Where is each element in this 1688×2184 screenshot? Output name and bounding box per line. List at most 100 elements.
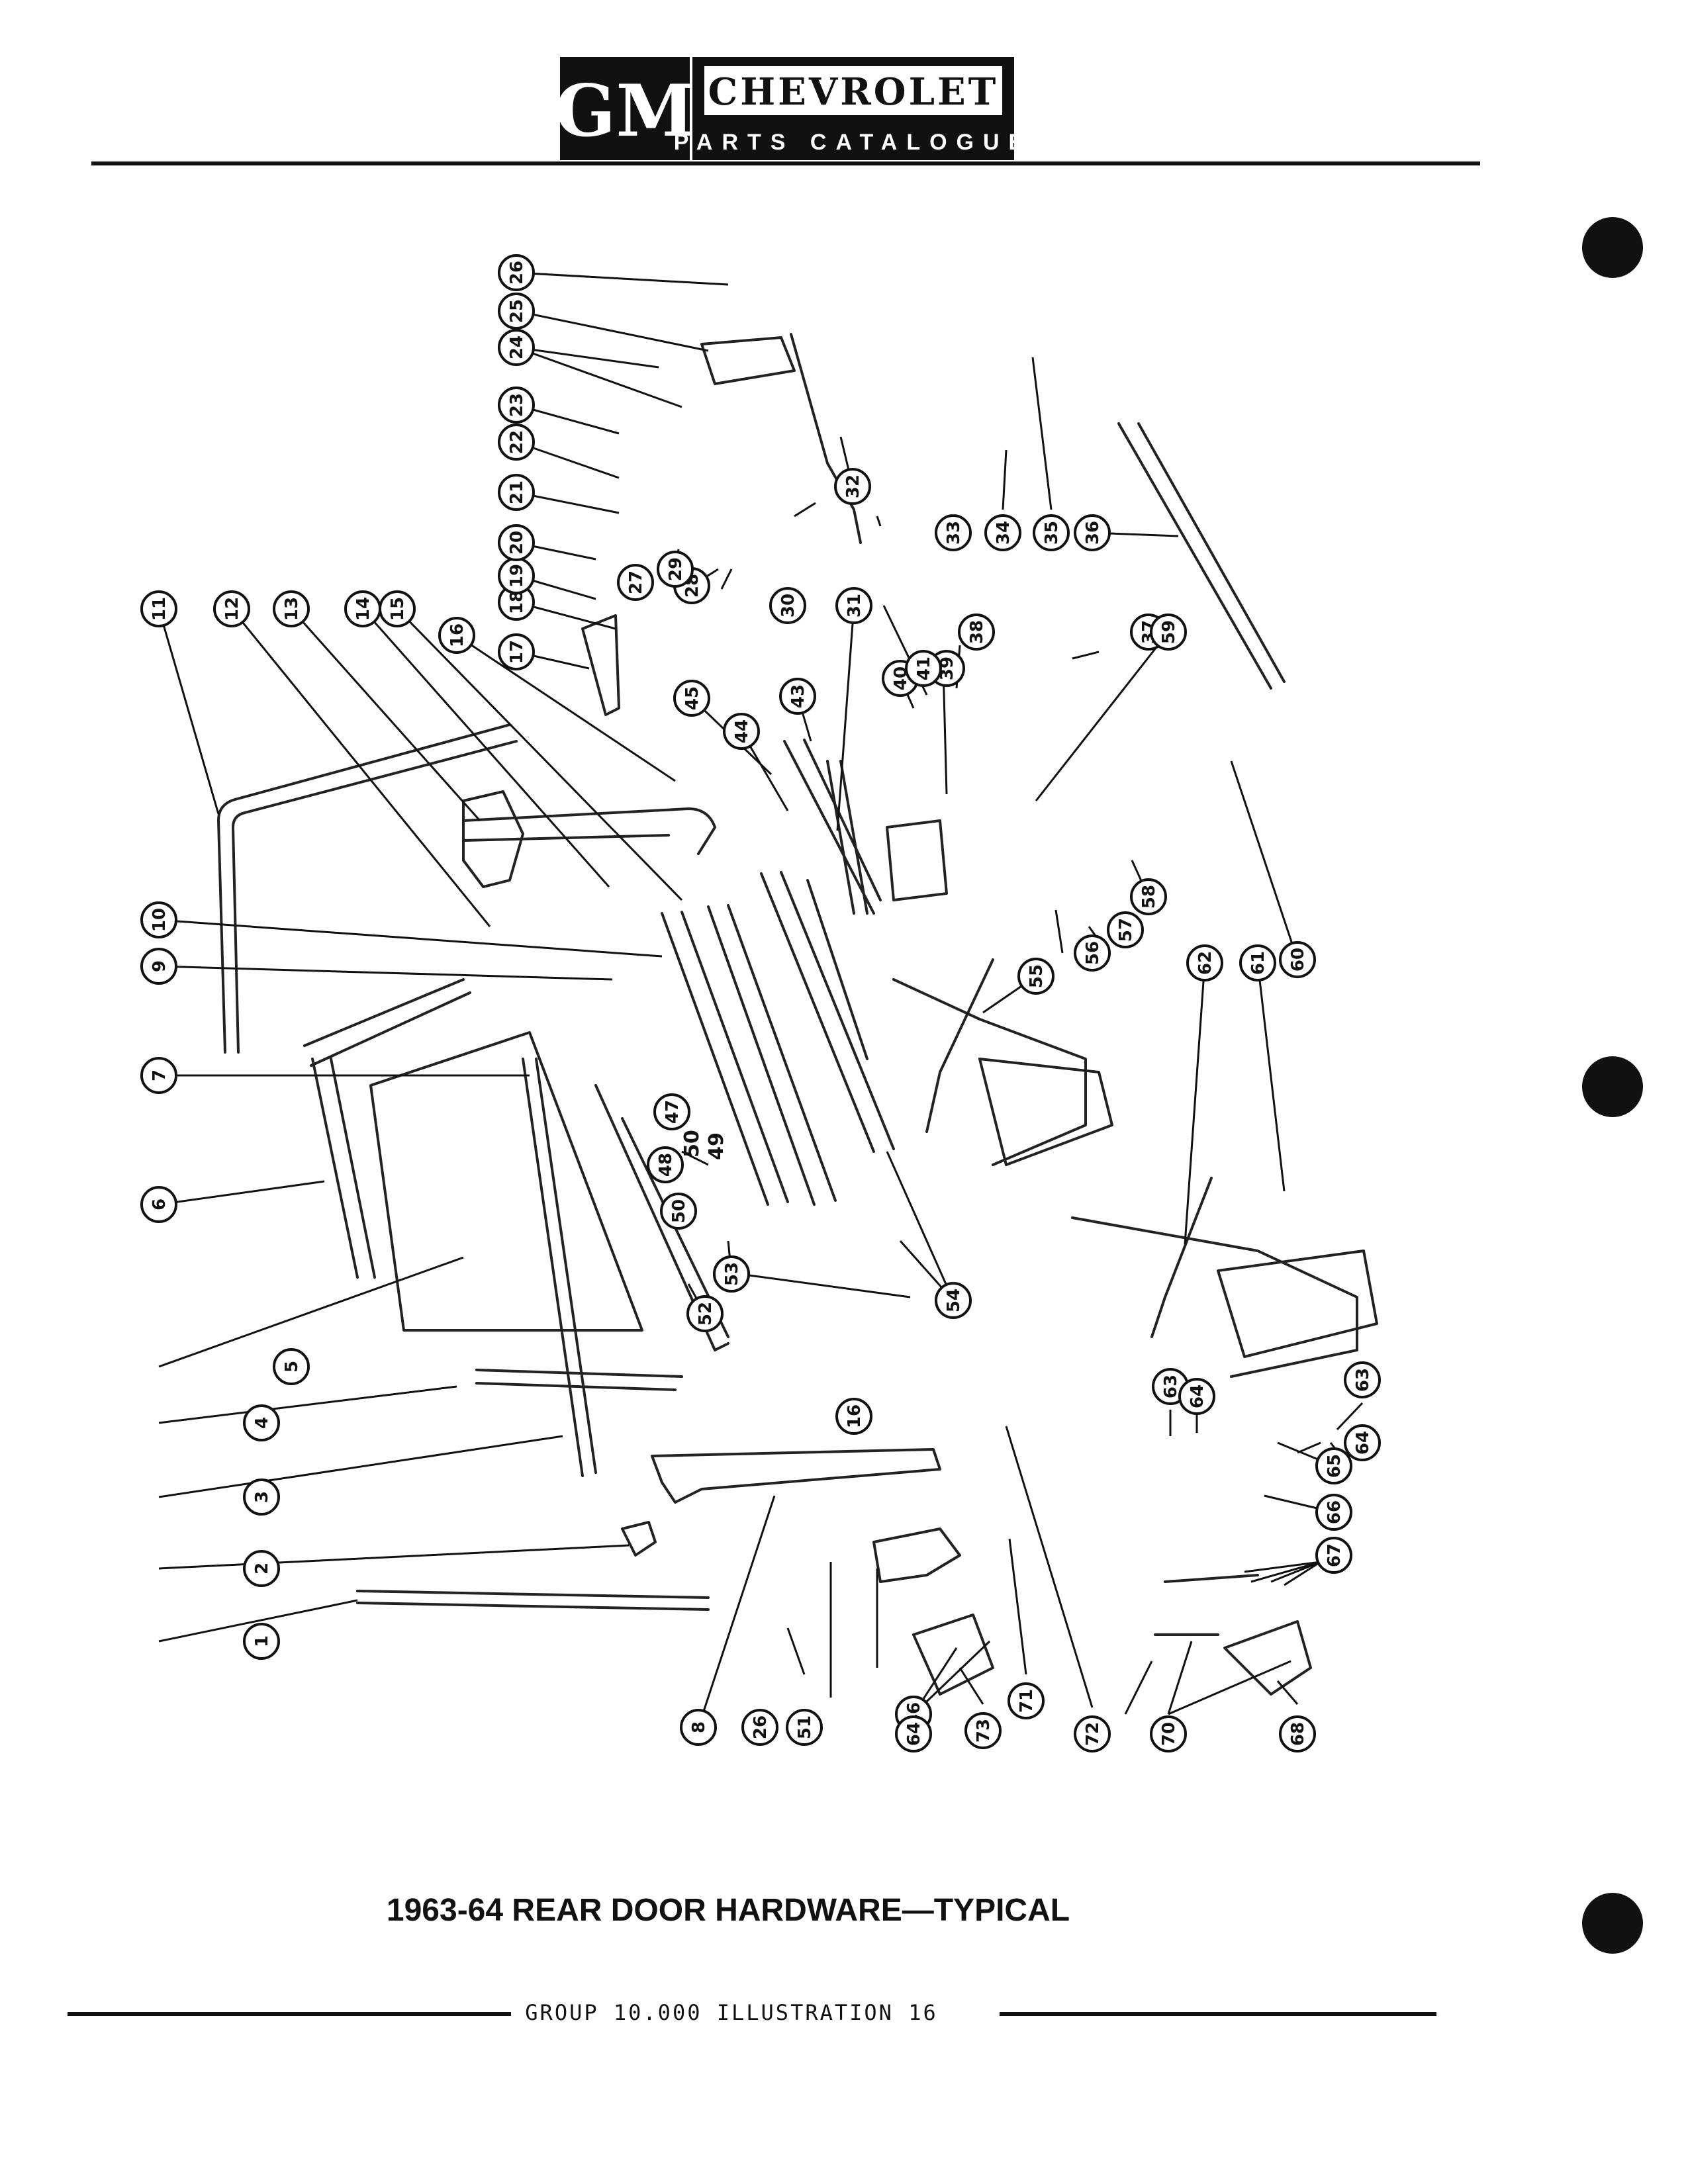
callout-number: 64 bbox=[1188, 1385, 1207, 1408]
callout-number: 59 bbox=[1159, 620, 1179, 644]
callout-circle bbox=[498, 424, 535, 461]
callout-number: 21 bbox=[507, 480, 527, 504]
part-regulator-gear bbox=[978, 1058, 1113, 1166]
callout-circle bbox=[498, 254, 535, 291]
callout-number: 64 bbox=[904, 1722, 924, 1746]
callout-number: 45 bbox=[682, 686, 702, 710]
part-upper-frame bbox=[217, 723, 518, 1054]
callout-circle bbox=[1130, 878, 1167, 915]
callout-circle bbox=[1150, 1715, 1187, 1752]
callout-circle bbox=[713, 1255, 750, 1293]
callout-number: 7 bbox=[150, 1069, 169, 1081]
callout-circle bbox=[243, 1404, 280, 1441]
callout-number: 58 bbox=[1139, 885, 1159, 909]
callout-circle bbox=[273, 1348, 310, 1385]
callout-32: 32 bbox=[834, 468, 871, 505]
callout-number: 36 bbox=[1083, 521, 1103, 545]
callout-63: 63 bbox=[1344, 1361, 1381, 1398]
part-lock-link bbox=[1223, 1620, 1312, 1696]
callout-number: 57 bbox=[1116, 918, 1136, 942]
callout-circle bbox=[1150, 614, 1187, 651]
callout-circle bbox=[1279, 941, 1316, 978]
callout-number: 10 bbox=[150, 908, 169, 932]
callout-55: 55 bbox=[1017, 958, 1055, 995]
callout-number: 22 bbox=[507, 430, 527, 454]
part-bracket-rail bbox=[462, 807, 716, 855]
callout-circle bbox=[935, 1282, 972, 1319]
callout-59: 59 bbox=[1150, 614, 1187, 651]
callout-31: 31 bbox=[835, 587, 872, 624]
callout-number: 44 bbox=[732, 719, 752, 743]
callout-56: 56 bbox=[1074, 934, 1111, 972]
callout-number: 61 bbox=[1248, 951, 1268, 975]
part-rod-67 bbox=[1164, 1574, 1259, 1583]
callout-circle bbox=[213, 590, 250, 627]
callout-18: 18 bbox=[498, 584, 535, 621]
callout-circle bbox=[1074, 934, 1111, 972]
callout-11: 11 bbox=[140, 590, 177, 627]
callout-number: 48 bbox=[656, 1153, 676, 1177]
callout-number: 35 bbox=[1042, 521, 1062, 545]
part-belt-weatherstrip bbox=[1117, 422, 1286, 690]
callout-number: 63 bbox=[1353, 1368, 1373, 1392]
callout-circle bbox=[935, 514, 972, 551]
callout-24: 24 bbox=[498, 329, 535, 366]
callout-17: 17 bbox=[498, 633, 535, 670]
footer-label: GROUP 10.000 ILLUSTRATION 16 bbox=[525, 2000, 937, 2025]
callout-circle bbox=[140, 1057, 177, 1094]
callout-number: 13 bbox=[282, 597, 302, 621]
callout-circle bbox=[1279, 1715, 1316, 1752]
callout-circle bbox=[647, 1146, 684, 1183]
callout-circle bbox=[379, 590, 416, 627]
callout-number: 31 bbox=[845, 594, 865, 617]
callout-circle bbox=[617, 564, 654, 601]
callout-number: 54 bbox=[944, 1289, 964, 1312]
callout-number: 67 bbox=[1325, 1543, 1344, 1567]
callout-number: 16 bbox=[447, 623, 467, 647]
loose-label-49: 49 bbox=[705, 1132, 728, 1160]
part-mounting-plate bbox=[912, 1614, 994, 1696]
callout-circle bbox=[835, 1398, 872, 1435]
callout-12: 12 bbox=[213, 590, 250, 627]
callout-number: 64 bbox=[1353, 1431, 1373, 1455]
callout-number: 66 bbox=[1325, 1500, 1344, 1524]
callout-circle bbox=[498, 329, 535, 366]
callout-number: 43 bbox=[788, 684, 808, 708]
callout-circle bbox=[1344, 1424, 1381, 1461]
callout-number: 33 bbox=[944, 521, 964, 545]
callout-52: 52 bbox=[686, 1295, 724, 1332]
callout-34: 34 bbox=[984, 514, 1021, 551]
callout-62: 62 bbox=[1186, 944, 1223, 981]
callout-9: 9 bbox=[140, 948, 177, 985]
callout-4: 4 bbox=[243, 1404, 280, 1441]
callout-circle bbox=[140, 901, 177, 938]
callout-65: 65 bbox=[1315, 1447, 1352, 1484]
callout-circle bbox=[498, 633, 535, 670]
part-run-channel-2 bbox=[760, 871, 895, 1153]
brand-plate bbox=[704, 66, 1002, 115]
callout-circle bbox=[438, 617, 475, 654]
callout-3: 3 bbox=[243, 1479, 280, 1516]
callout-44: 44 bbox=[723, 713, 760, 750]
callout-number: 55 bbox=[1027, 964, 1047, 988]
callout-number: 25 bbox=[507, 299, 527, 323]
callout-circle bbox=[1239, 944, 1276, 981]
callout-number: 27 bbox=[626, 570, 646, 594]
callout-16: 16 bbox=[835, 1398, 872, 1435]
callout-number: 5 bbox=[282, 1361, 302, 1373]
callout-number: 15 bbox=[388, 597, 408, 621]
part-regulator-body bbox=[1217, 1250, 1378, 1358]
part-door-glass bbox=[369, 1031, 643, 1332]
footer-rule-right bbox=[1000, 2012, 1436, 2016]
callout-circle bbox=[498, 293, 535, 330]
callout-15: 15 bbox=[379, 590, 416, 627]
part-division-channel bbox=[522, 1058, 597, 1477]
callout-number: 26 bbox=[507, 261, 527, 285]
callout-circle bbox=[835, 587, 872, 624]
callout-number: 16 bbox=[845, 1404, 865, 1428]
callout-circle bbox=[834, 468, 871, 505]
binder-hole bbox=[1582, 1056, 1643, 1117]
part-lower-stabilizer bbox=[356, 1590, 710, 1611]
callout-circle bbox=[741, 1709, 778, 1746]
